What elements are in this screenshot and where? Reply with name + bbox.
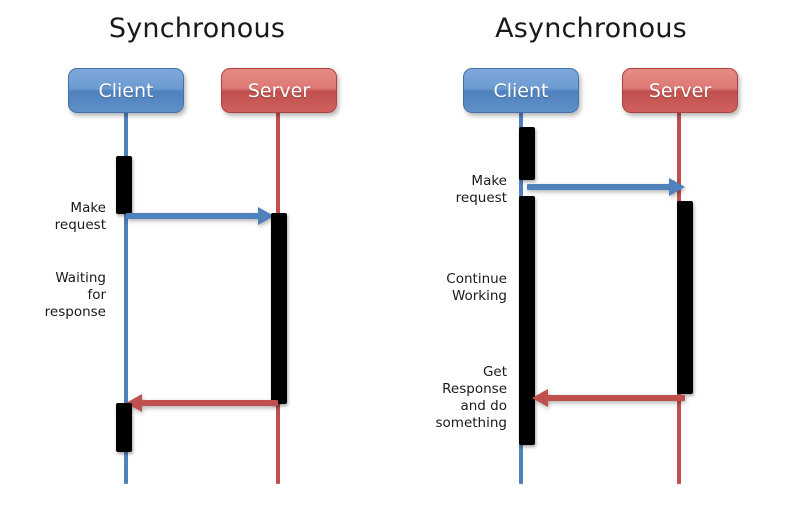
lifeline-client-sync <box>124 110 128 484</box>
actor-box-client-async[interactable]: Client <box>463 68 579 113</box>
message-arrow-make-request-async <box>527 178 685 196</box>
activation-client-sync-request <box>116 156 132 214</box>
panel-asynchronous: Asynchronous Client Server Make request … <box>394 0 788 513</box>
arrow-shaft <box>141 400 278 406</box>
activation-client-sync-response <box>116 403 132 452</box>
actor-label-server-async: Server <box>648 79 712 102</box>
note-continue-working-async: Continue Working <box>446 271 507 304</box>
activation-server-async-processing <box>677 201 693 394</box>
panel-title-asynchronous: Asynchronous <box>495 13 687 44</box>
activation-client-async-continue-working <box>519 196 535 445</box>
note-waiting-for-response-sync: Waiting for response <box>44 270 106 320</box>
panel-synchronous: Synchronous Client Server Make request W… <box>44 13 337 484</box>
arrow-head <box>258 207 274 225</box>
message-arrow-make-request-sync <box>126 207 274 225</box>
message-arrow-response-sync <box>126 394 278 412</box>
arrow-shaft <box>547 395 685 401</box>
actor-box-server-async[interactable]: Server <box>622 68 738 113</box>
arrow-shaft <box>126 213 260 219</box>
actor-label-server-sync: Server <box>247 79 311 102</box>
activation-server-sync-processing <box>271 213 287 404</box>
message-label-get-response-async: Get Response and do something <box>435 364 507 431</box>
message-arrow-response-async <box>532 389 685 407</box>
arrow-head <box>669 178 685 196</box>
actor-label-client-async: Client <box>493 79 549 102</box>
actor-box-server-sync[interactable]: Server <box>221 68 337 113</box>
panel-title-synchronous: Synchronous <box>108 13 286 44</box>
arrow-head <box>532 389 548 407</box>
activation-client-async-pre-request <box>519 127 535 180</box>
message-label-make-request-sync: Make request <box>54 200 106 233</box>
actor-box-client-sync[interactable]: Client <box>68 68 184 113</box>
actor-label-client-sync: Client <box>98 79 154 102</box>
message-label-make-request-async: Make request <box>455 173 507 206</box>
arrow-shaft <box>527 184 672 190</box>
